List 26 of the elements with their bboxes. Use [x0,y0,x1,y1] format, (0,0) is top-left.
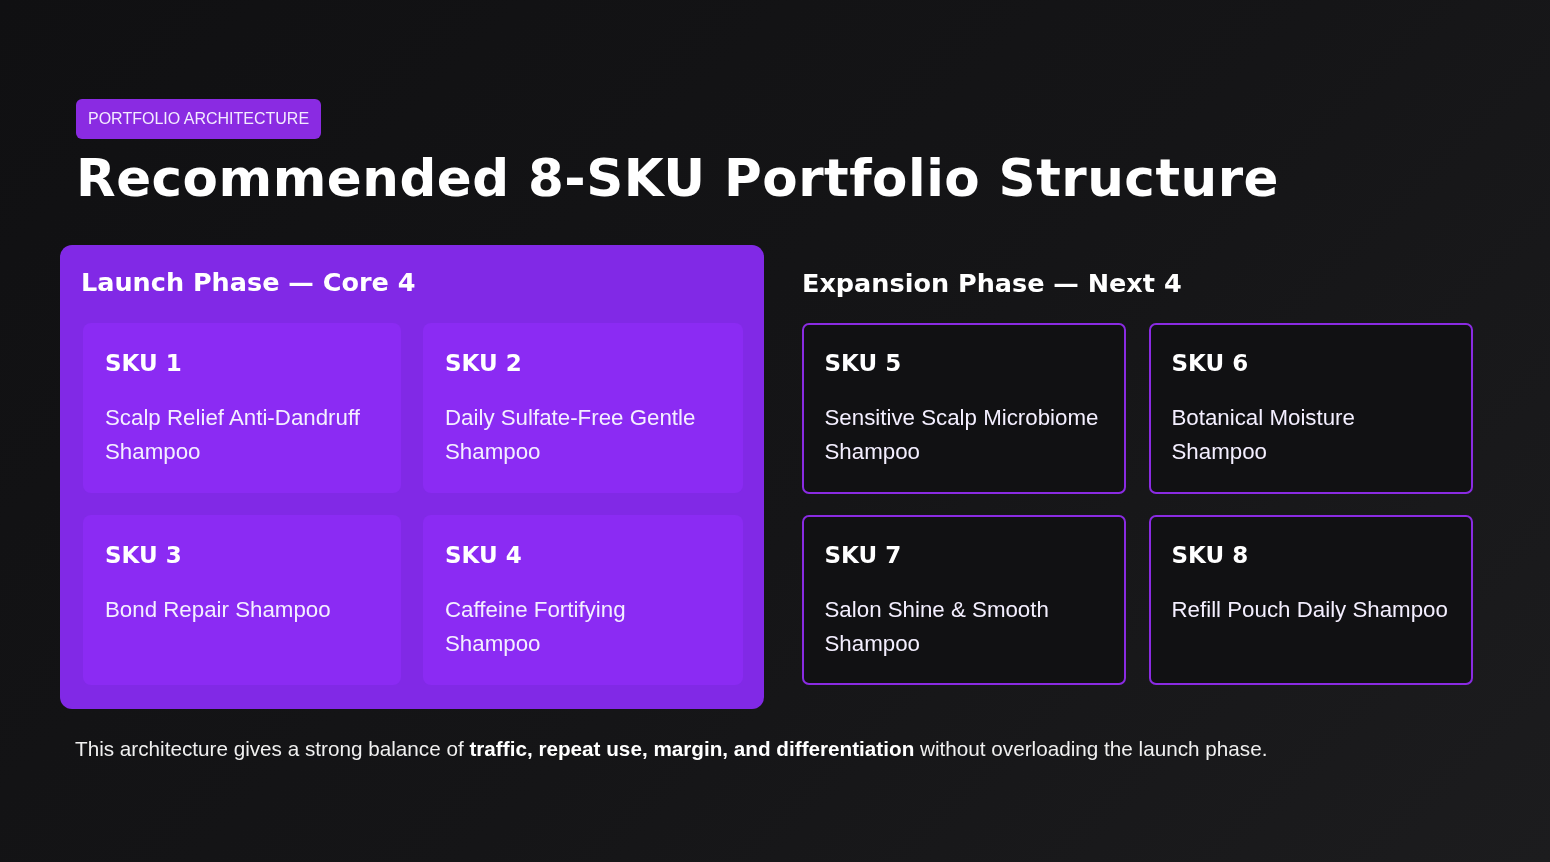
sku-card [802,515,1126,685]
panel-heading: Launch Phase — Core 4 [81,267,416,297]
category-tag: PORTFOLIO ARCHITECTURE [76,99,322,139]
section-heading: Expansion Phase — Next 4 [802,268,1182,298]
sku-title: SKU 8 [1171,541,1249,569]
sku-card [1149,515,1473,685]
sku-description: Caffeine Fortifying Shampoo [445,596,627,658]
caption-text: This architecture gives a strong balance of traffic, repeat use, margin, and differentiation without overloading the launch phase. [75,736,1268,762]
sku-description: Bond Repair Shampoo [105,596,332,624]
sku-card [802,323,1126,494]
sku-title: SKU 3 [105,541,182,569]
sku-title: SKU 6 [1171,349,1249,377]
sku-description: Scalp Relief Anti-Dandruff Shampoo [105,404,361,466]
sku-description: Refill Pouch Daily Shampoo [1171,596,1449,624]
page-title: Recommended 8-SKU Portfolio Structure [76,148,1279,208]
phase-panel [60,245,764,709]
sku-description: Botanical Moisture Shampoo [1171,404,1356,466]
sku-title: SKU 5 [824,349,902,377]
sku-title: SKU 4 [445,541,522,569]
sku-description: Salon Shine & Smooth Shampoo [824,596,1050,658]
sku-title: SKU 2 [445,349,522,377]
sku-title: SKU 1 [105,349,182,377]
sku-card [1149,323,1473,494]
sku-description: Sensitive Scalp Microbiome Shampoo [824,404,1100,466]
sku-description: Daily Sulfate-Free Gentle Shampoo [445,404,697,466]
sku-title: SKU 7 [824,541,902,569]
